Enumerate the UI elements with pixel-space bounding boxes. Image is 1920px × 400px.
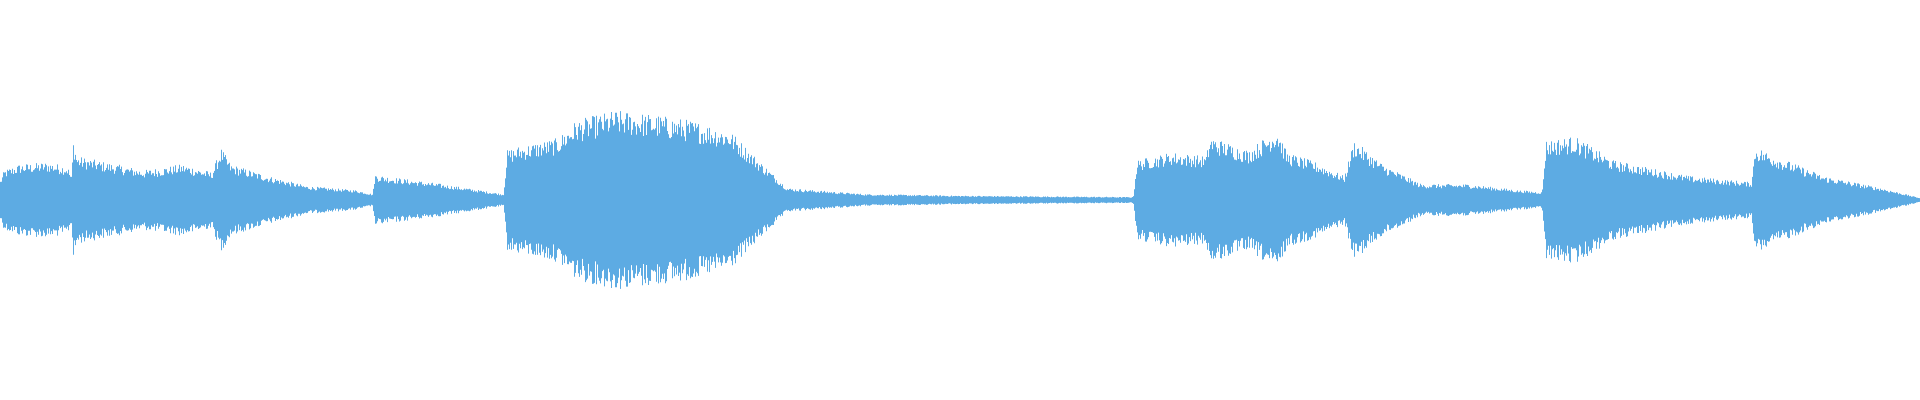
waveform-bars (0, 111, 1920, 289)
